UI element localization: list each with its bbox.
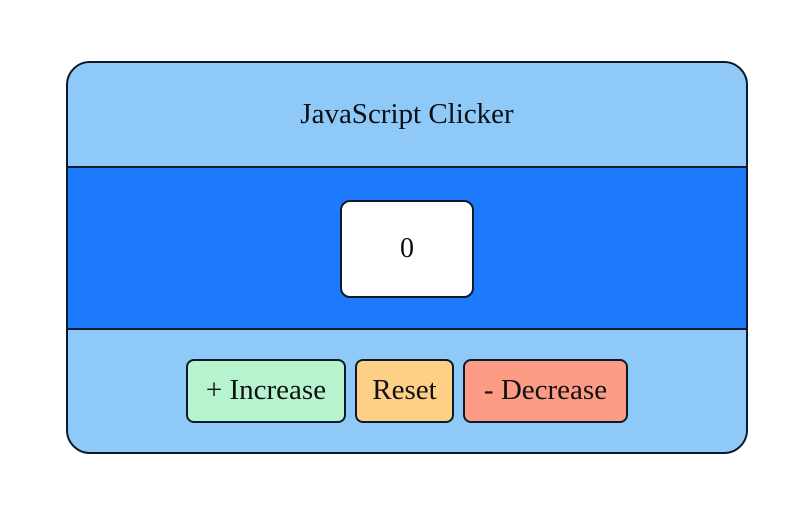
increase-button[interactable]: + Increase (186, 358, 346, 423)
counter-display: 0 (340, 200, 474, 298)
reset-button[interactable]: Reset (355, 358, 454, 423)
button-bar: + Increase Reset - Decrease (68, 330, 746, 452)
clicker-card: JavaScript Clicker 0 + Increase Reset - … (66, 61, 748, 454)
card-header: JavaScript Clicker (68, 63, 746, 168)
app-title: JavaScript Clicker (300, 98, 514, 130)
counter-band: 0 (68, 168, 746, 330)
decrease-button[interactable]: - Decrease (463, 358, 628, 423)
